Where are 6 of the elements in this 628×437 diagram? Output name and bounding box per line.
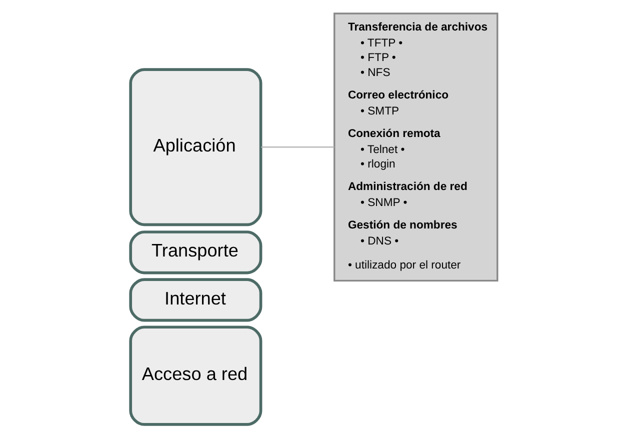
connector bbox=[261, 146, 334, 148]
node-box: Internet bbox=[129, 278, 262, 322]
node-box: Transferencia de archivos • TFTP • • FTP • • NFS Correo electrónico • SMTP Conexión remota • Telnet • • rlogin Administración de red • SNMP • Gestión de nombres • DNS • • utilizado por el router bbox=[334, 12, 498, 282]
node-box: Acceso a red bbox=[129, 325, 262, 426]
node-box: Aplicación bbox=[129, 68, 262, 226]
node-box: Transporte bbox=[129, 230, 262, 274]
